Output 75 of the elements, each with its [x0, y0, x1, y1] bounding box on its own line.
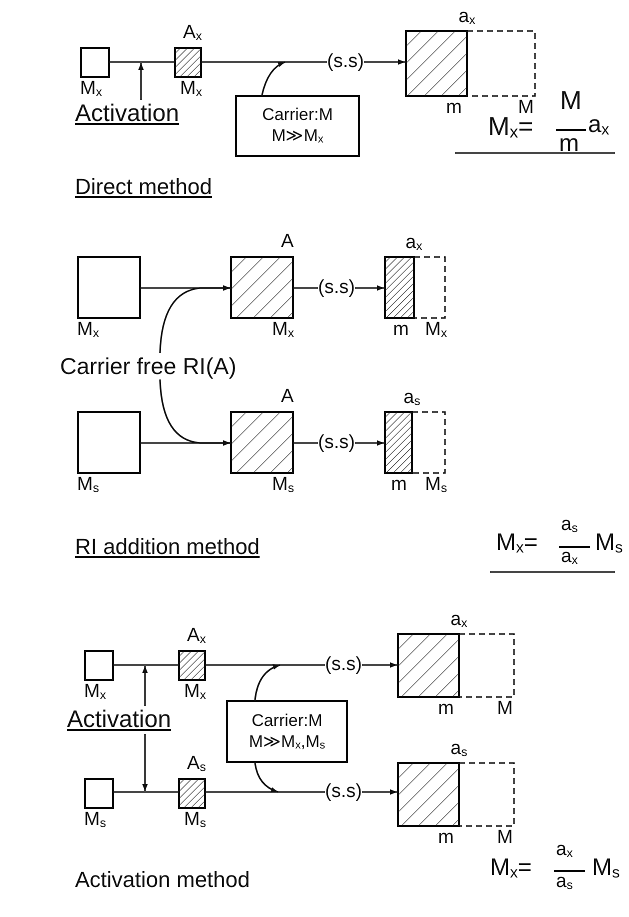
- box-text: M≫M$_{x}$,M$_{s}$: [248, 730, 326, 754]
- box-label: M$_{x}$: [77, 320, 99, 341]
- connector-line: [294, 442, 318, 444]
- box-label: M$_{s}$: [77, 475, 99, 496]
- formula-text: a$_{x}$: [588, 112, 610, 138]
- box-label: a$_{s}$: [404, 388, 420, 409]
- box-label: A: [281, 387, 294, 408]
- section-heading: Direct method: [75, 175, 212, 200]
- box-label: A$_{x}$: [187, 626, 206, 647]
- connector-line: [110, 61, 174, 63]
- box-label: M$_{s}$: [84, 810, 106, 831]
- step-label: (s.s): [325, 654, 362, 676]
- formula-text: M$_{s}$: [595, 530, 623, 556]
- box-label: a$_{x}$: [458, 7, 476, 28]
- connector-line: [202, 61, 327, 63]
- connector-line: [114, 664, 178, 666]
- box-label: M: [497, 699, 513, 720]
- box-label: m: [393, 320, 409, 341]
- box-label: M$_{s}$: [272, 475, 294, 496]
- curved-arrow: [159, 379, 230, 446]
- box-label: m: [446, 98, 462, 119]
- arrow: [142, 666, 148, 706]
- connector-line: [206, 791, 325, 793]
- box-label: m: [438, 828, 454, 849]
- section-heading: Activation method: [75, 868, 250, 892]
- box-label: M: [497, 828, 513, 849]
- formula-text: a$_{x}$: [556, 840, 573, 861]
- step-label: (s.s): [325, 781, 362, 803]
- box-label: A: [281, 232, 294, 253]
- curved-arrow: [254, 664, 280, 700]
- box-label: a$_{x}$: [406, 233, 422, 254]
- arrow: [138, 63, 144, 100]
- box-label: M$_{x}$: [425, 320, 447, 341]
- box-label: A$_{s}$: [187, 754, 206, 775]
- box-label: a$_{x}$: [450, 610, 468, 631]
- carrier-box: [226, 700, 348, 763]
- formula-text: M: [560, 86, 582, 115]
- box-label: A$_{x}$: [183, 23, 202, 44]
- step-label: (s.s): [318, 277, 355, 299]
- box-label: a$_{s}$: [450, 739, 468, 760]
- connector-line: [294, 287, 318, 289]
- formula-text: M$_{x}$=: [496, 530, 538, 556]
- formula-text: M$_{s}$: [592, 855, 620, 882]
- curved-arrow: [261, 61, 286, 96]
- box-label: m: [391, 475, 407, 496]
- formula-text: a$_{s}$: [556, 872, 573, 893]
- connector-line: [114, 791, 178, 793]
- arrow: [364, 59, 405, 65]
- formula-text: m: [559, 131, 579, 158]
- arrow: [354, 440, 384, 446]
- connector-line: [206, 664, 325, 666]
- arrow: [142, 734, 148, 791]
- arrow: [362, 662, 397, 668]
- box-label: M$_{x}$: [80, 79, 102, 100]
- curved-arrow: [159, 285, 230, 354]
- formula-text: a$_{x}$: [561, 547, 578, 568]
- formula-text: a$_{s}$: [561, 515, 578, 536]
- box-label: M$_{x}$: [184, 682, 206, 703]
- box-label: M$_{s}$: [184, 810, 206, 831]
- step-label: (s.s): [318, 432, 355, 454]
- curved-arrow: [254, 762, 278, 793]
- box-label: M$_{s}$: [425, 475, 447, 496]
- box-label: m: [438, 699, 454, 720]
- box-label: M$_{x}$: [180, 79, 202, 100]
- box-text: M≫M$_{x}$: [272, 125, 324, 148]
- box-text: Carrier:M: [252, 710, 322, 731]
- arrow: [354, 285, 384, 291]
- box-label: M$_{x}$: [272, 320, 294, 341]
- step-label: (s.s): [327, 51, 364, 73]
- section-heading: RI addition method: [75, 535, 260, 560]
- arrow: [362, 789, 397, 795]
- carrier-box: [235, 95, 360, 157]
- box-text: Carrier:M: [262, 104, 333, 126]
- formula-text: M$_{x}$=: [490, 855, 532, 882]
- box-label: M$_{x}$: [84, 682, 106, 703]
